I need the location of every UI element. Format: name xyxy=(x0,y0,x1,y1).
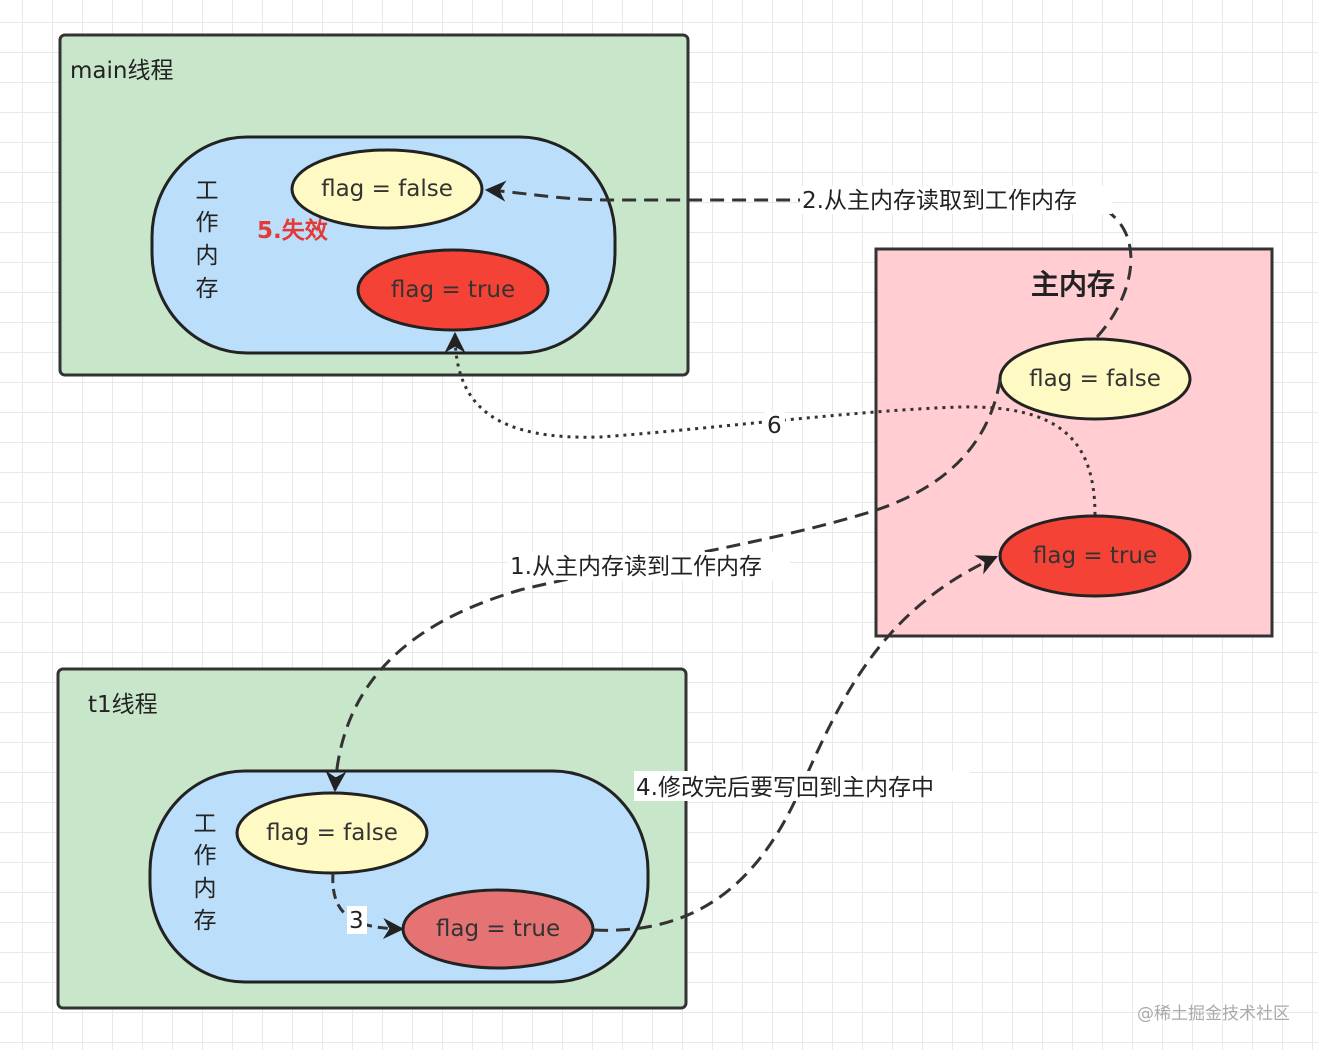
wm-label-char: 内 xyxy=(196,243,219,269)
invalidated-label: 5.失效 xyxy=(257,217,328,244)
mm-flag-true-node xyxy=(998,514,1192,598)
t1-thread-box: t1线程 工 作 内 存 flag = false flag = true xyxy=(56,667,688,1010)
main-flag-true-text: flag = true xyxy=(391,277,515,303)
main-flag-false-text: flag = false xyxy=(321,176,453,202)
wm-label-char: 内 xyxy=(194,876,217,902)
wm-label-char: 作 xyxy=(196,210,219,236)
mm-flag-false-node xyxy=(998,337,1192,421)
step6-label: 6 xyxy=(767,413,782,439)
main-flag-true-node xyxy=(356,248,550,332)
main-thread-box: main线程 工 作 内 存 flag = false 5.失效 flag = … xyxy=(58,33,690,377)
t1-thread-title: t1线程 xyxy=(88,692,158,718)
step3-label: 3 xyxy=(349,908,364,934)
wm-label-char: 存 xyxy=(196,276,219,302)
arrow-step2 xyxy=(484,180,1133,339)
main-thread-title: main线程 xyxy=(70,58,173,84)
watermark: @稀土掘金技术社区 xyxy=(1137,1004,1290,1024)
mm-flag-true-text: flag = true xyxy=(1033,543,1157,569)
t1-flag-true-text: flag = true xyxy=(436,916,560,942)
step1-label: 1.从主内存读到工作内存 xyxy=(510,554,762,580)
mm-flag-false-text: flag = false xyxy=(1029,366,1161,392)
wm-label-char: 存 xyxy=(194,908,217,934)
main-flag-false-node xyxy=(290,148,484,230)
wm-label-char: 工 xyxy=(196,178,219,204)
t1-flag-false-text: flag = false xyxy=(266,820,398,846)
main-memory-title: 主内存 xyxy=(1031,268,1115,301)
step4-label: 4.修改完后要写回到主内存中 xyxy=(636,775,934,801)
wm-label-char: 工 xyxy=(194,811,217,837)
step2-label: 2.从主内存读取到工作内存 xyxy=(802,188,1077,214)
wm-label-char: 作 xyxy=(194,843,217,869)
main-memory-box: 主内存 flag = false flag = true xyxy=(874,247,1274,638)
